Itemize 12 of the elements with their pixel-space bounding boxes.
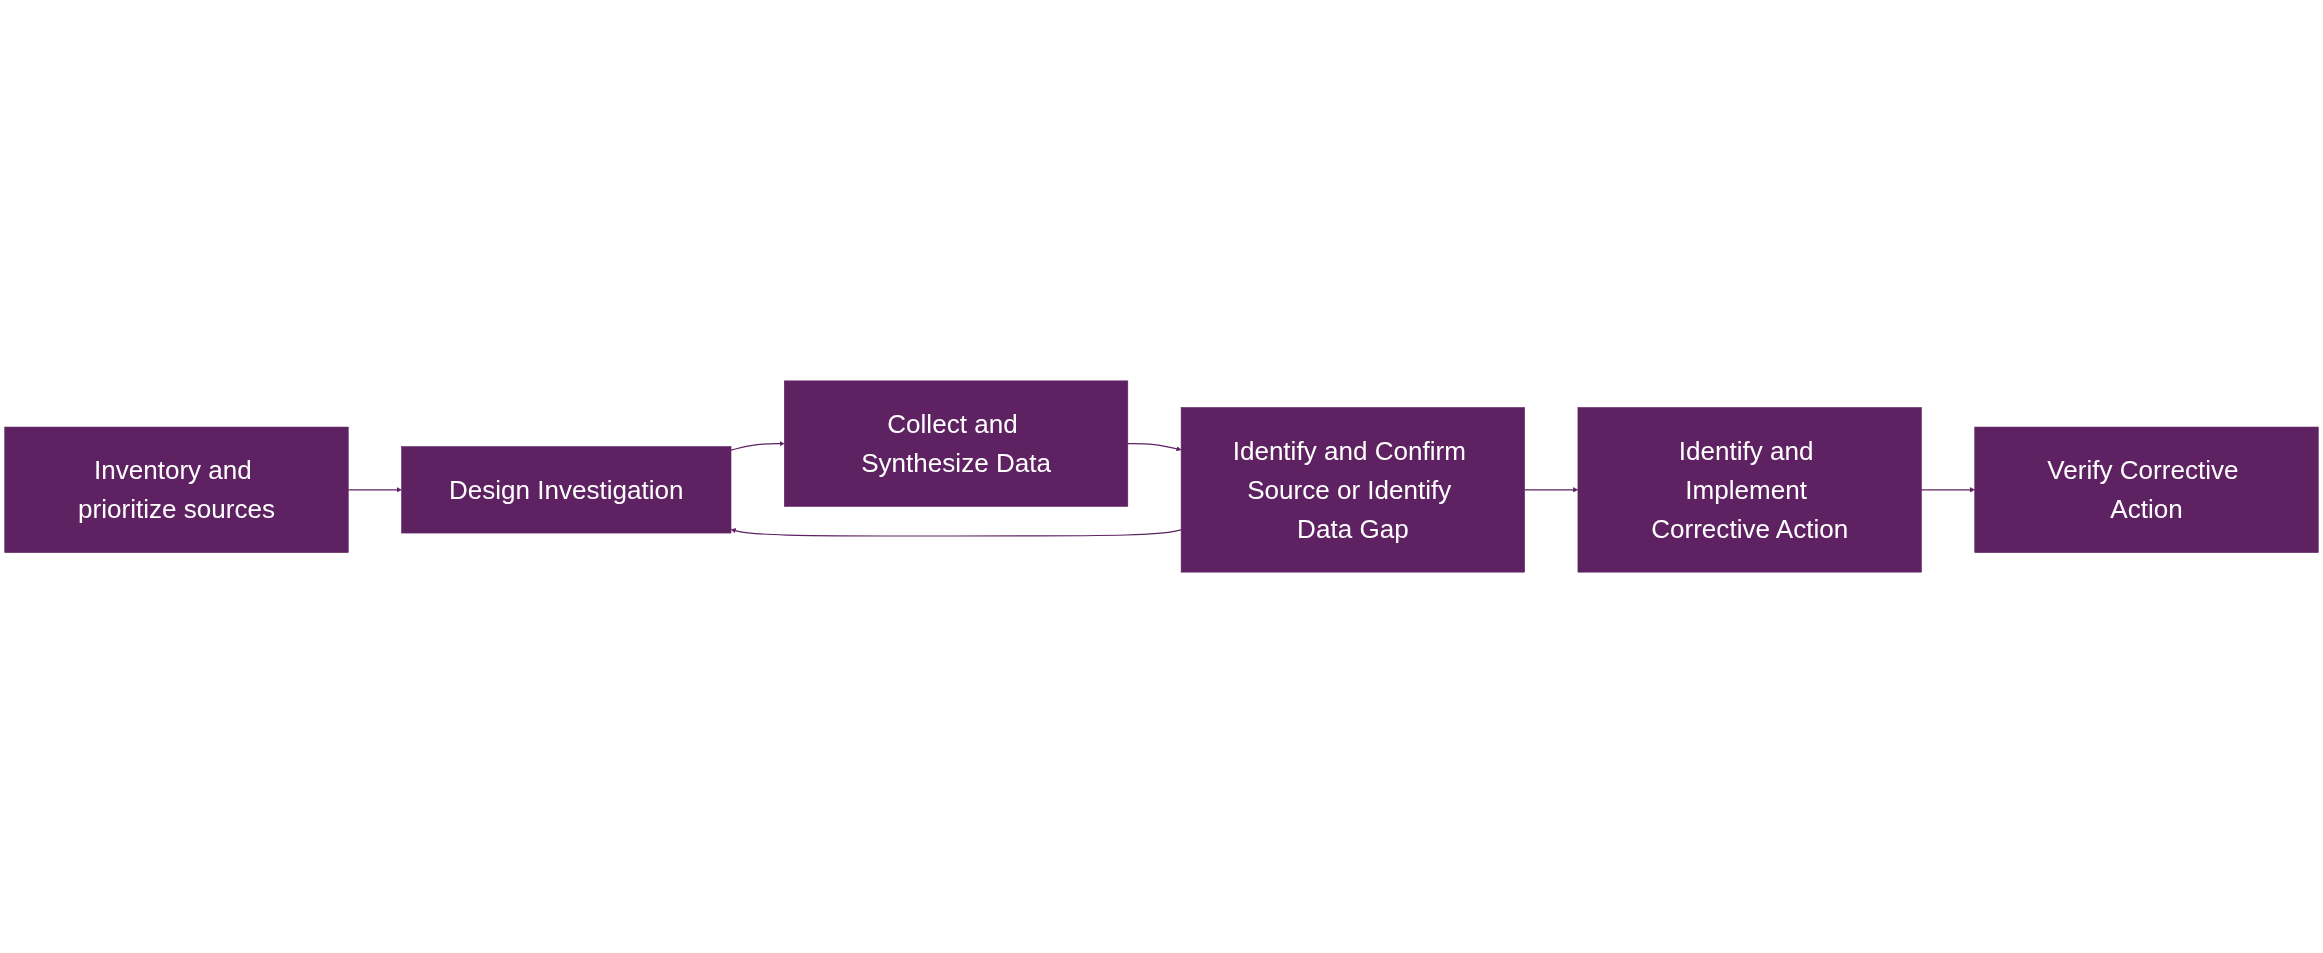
node-box: Inventory and prioritize sources xyxy=(4,426,349,553)
arrow xyxy=(1524,487,1579,493)
node-box: Verify Corrective Action xyxy=(1974,426,2319,553)
node-box: Design Investigation xyxy=(401,446,732,534)
node-box: Identify and Implement Corrective Action xyxy=(1577,407,1922,573)
arrow xyxy=(347,487,402,493)
arrow xyxy=(730,528,1182,537)
node-box: Identify and Confirm Source or Identify Data Gap xyxy=(1180,407,1525,573)
node-box: Collect and Synthesize Data xyxy=(784,380,1129,507)
arrow xyxy=(1920,487,1975,493)
arrow xyxy=(1127,443,1182,452)
arrow xyxy=(730,441,785,451)
